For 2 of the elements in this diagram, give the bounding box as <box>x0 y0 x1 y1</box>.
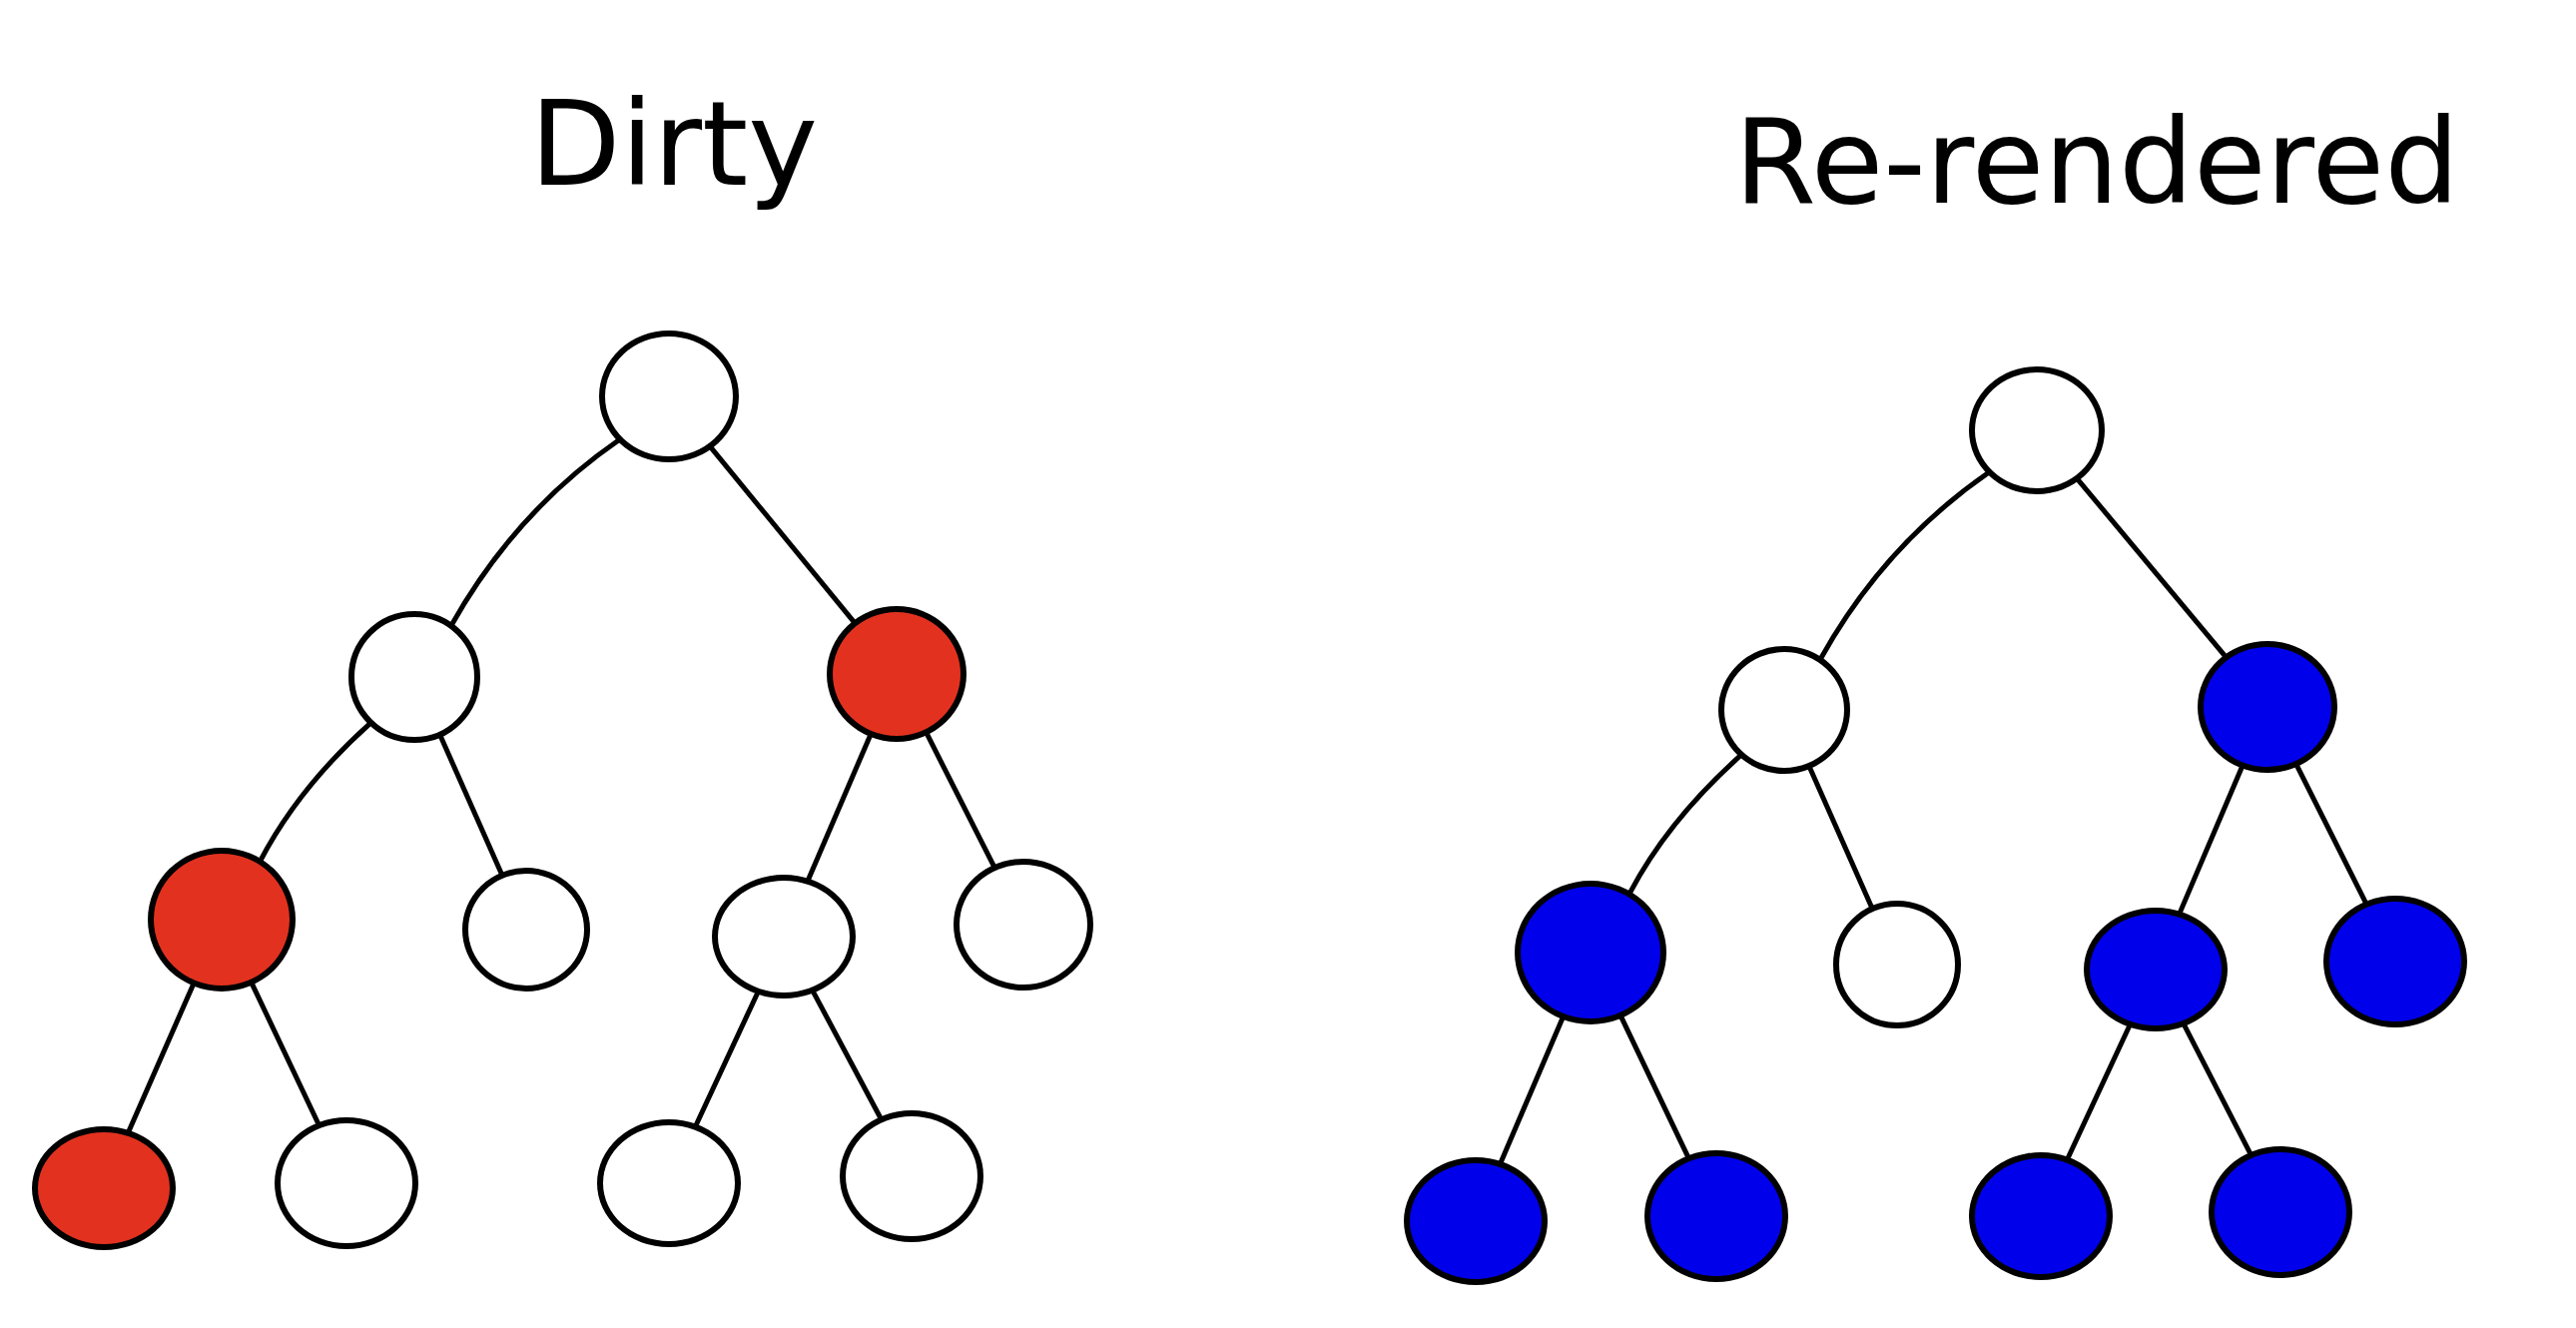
tree-heading: Dirty <box>529 74 819 215</box>
tree-heading: Re-rendered <box>1733 92 2460 233</box>
